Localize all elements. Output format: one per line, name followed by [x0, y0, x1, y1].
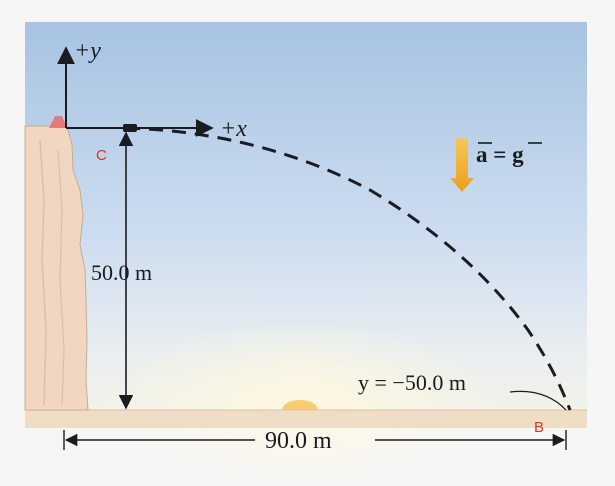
ground: [25, 410, 587, 428]
y-axis-label: +y: [74, 38, 101, 64]
cliff-top-marker: [49, 116, 67, 128]
x-axis-label: +x: [220, 116, 247, 142]
range-label: 90.0 m: [265, 428, 332, 454]
cliff: [24, 125, 89, 411]
cliff-detail: [39, 139, 47, 406]
gravity-arrow: [450, 138, 474, 192]
landing-leader-line: [509, 390, 567, 411]
height-label: 50.0 m: [91, 260, 152, 285]
cliff-detail: [57, 149, 65, 406]
landing-point-label: B: [534, 419, 544, 436]
trajectory-path: [125, 126, 572, 411]
landing-y-label: y = −50.0 m: [358, 370, 466, 395]
acceleration-label: a = g: [476, 142, 524, 167]
launch-point-label: C: [96, 147, 107, 164]
